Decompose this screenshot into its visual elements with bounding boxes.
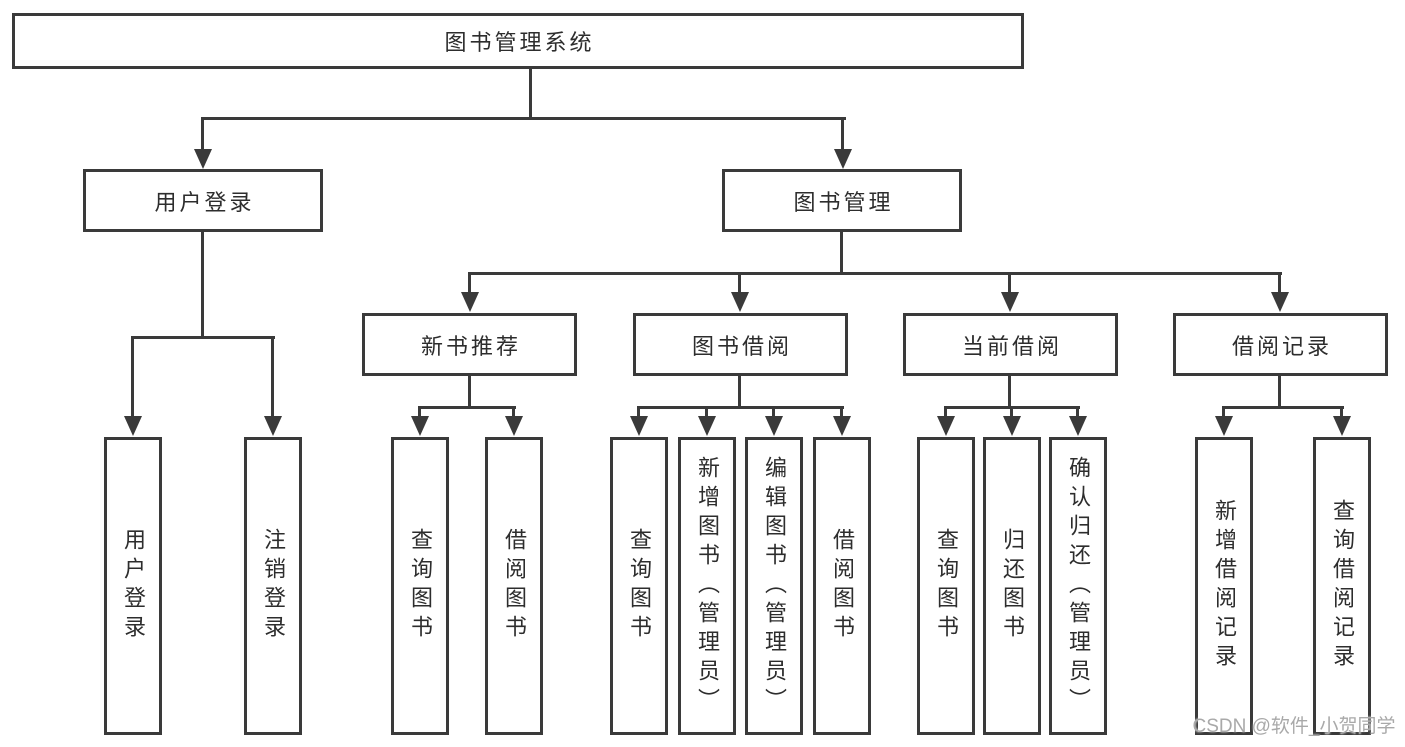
arrow-to-current-borrow: [1001, 292, 1019, 312]
connector-g2-stem: [468, 376, 471, 406]
connector-to-g4-return: [1010, 406, 1013, 418]
connector-to-g1-user-login: [131, 336, 134, 418]
connector-g2-crossbar: [418, 406, 516, 409]
arrow-to-user-login: [194, 149, 212, 169]
arrow-to-g4-return: [1003, 416, 1021, 436]
connector-to-g3-query: [637, 406, 640, 418]
arrow-to-g1-logout: [264, 416, 282, 436]
node-new-book-rec: 新书推荐: [362, 313, 577, 376]
connector-book-mgmt-stem: [840, 232, 843, 272]
node-g1-logout: 注销登录: [244, 437, 302, 735]
connector-book-mgmt-crossbar: [468, 272, 1282, 275]
node-g4-query-book: 查询图书: [917, 437, 975, 735]
connector-user-login-crossbar: [131, 336, 275, 339]
node-g2-borrow-book: 借阅图书: [485, 437, 543, 735]
node-g4-confirm-return: 确认归还（管理员）: [1049, 437, 1107, 735]
connector-to-borrow-record: [1278, 272, 1281, 294]
connector-g5-stem: [1278, 376, 1281, 406]
node-root: 图书管理系统: [12, 13, 1024, 69]
arrow-to-g3-borrow: [833, 416, 851, 436]
node-g2-query-book: 查询图书: [391, 437, 449, 735]
connector-g3-crossbar: [637, 406, 844, 409]
arrow-to-g3-query: [630, 416, 648, 436]
arrow-to-g3-add: [698, 416, 716, 436]
connector-root-crossbar: [201, 117, 846, 120]
csdn-watermark: CSDN @软件_小贺同学: [1192, 716, 1396, 737]
connector-to-g2-borrow: [512, 406, 515, 418]
connector-to-user-login: [201, 117, 204, 150]
connector-g5-crossbar: [1222, 406, 1344, 409]
connector-to-g5-query: [1340, 406, 1343, 418]
connector-to-book-mgmt: [841, 117, 844, 150]
arrow-to-new-book-rec: [461, 292, 479, 312]
node-g4-return-book: 归还图书: [983, 437, 1041, 735]
node-g1-user-login: 用户登录: [104, 437, 162, 735]
node-book-mgmt: 图书管理: [722, 169, 962, 232]
connector-to-g1-logout: [271, 336, 274, 418]
connector-to-current-borrow: [1008, 272, 1011, 294]
node-current-borrow: 当前借阅: [903, 313, 1118, 376]
connector-to-book-borrow: [738, 272, 741, 294]
connector-to-g3-add: [705, 406, 708, 418]
connector-g4-stem: [1008, 376, 1011, 406]
arrow-to-book-mgmt: [834, 149, 852, 169]
node-g3-borrow-book: 借阅图书: [813, 437, 871, 735]
arrow-to-g5-add: [1215, 416, 1233, 436]
connector-to-g4-confirm: [1076, 406, 1079, 418]
node-g5-query-record: 查询借阅记录: [1313, 437, 1371, 735]
arrow-to-borrow-record: [1271, 292, 1289, 312]
arrow-to-g4-confirm: [1069, 416, 1087, 436]
arrow-to-g1-user-login: [124, 416, 142, 436]
arrow-to-g2-query: [411, 416, 429, 436]
node-user-login: 用户登录: [83, 169, 323, 232]
arrow-to-g2-borrow: [505, 416, 523, 436]
connector-g3-stem: [738, 376, 741, 406]
node-g3-query-book: 查询图书: [610, 437, 668, 735]
node-borrow-record: 借阅记录: [1173, 313, 1388, 376]
arrow-to-book-borrow: [731, 292, 749, 312]
connector-to-g5-add: [1222, 406, 1225, 418]
connector-root-stem: [529, 69, 532, 117]
node-g3-add-book: 新增图书（管理员）: [678, 437, 736, 735]
connector-to-g2-query: [418, 406, 421, 418]
connector-to-g3-borrow: [840, 406, 843, 418]
arrow-to-g3-edit: [765, 416, 783, 436]
connector-to-new-book-rec: [468, 272, 471, 294]
node-book-borrow: 图书借阅: [633, 313, 848, 376]
node-g3-edit-book: 编辑图书（管理员）: [745, 437, 803, 735]
connector-user-login-stem: [201, 232, 204, 336]
connector-to-g4-query: [944, 406, 947, 418]
node-g5-add-record: 新增借阅记录: [1195, 437, 1253, 735]
arrow-to-g4-query: [937, 416, 955, 436]
connector-to-g3-edit: [772, 406, 775, 418]
arrow-to-g5-query: [1333, 416, 1351, 436]
